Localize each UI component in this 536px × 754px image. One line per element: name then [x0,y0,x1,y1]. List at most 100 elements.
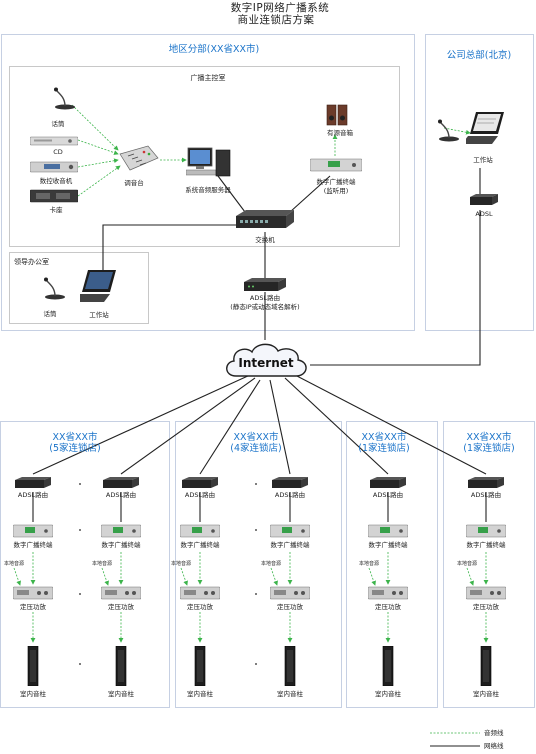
office-laptop-icon [80,270,116,302]
store-terminal-icon [368,524,408,538]
store-router-icon [370,477,406,488]
store-5-terminal-label: 数字广播终端 [368,541,408,549]
store-5-local-source-label: 本地音源 [358,561,380,567]
store-column-speaker-icon [194,646,206,686]
store-amplifier-icon [466,586,506,600]
store-column-speaker-icon [27,646,39,686]
hq-adsl-icon [470,194,498,205]
store-router-icon [468,477,504,488]
deck-label: 卡座 [49,206,63,214]
store-3-title: XX省XX市 [361,432,407,443]
regional-panel-title: 地区分部(XX省XX市) [168,44,260,55]
regional-panel [1,34,415,331]
store-amplifier-icon [270,586,310,600]
store-terminal-icon [180,524,220,538]
legend-network-label: 网络线 [484,742,504,750]
store-4-terminal-label: 数字广播终端 [270,541,310,549]
store-4-title: XX省XX市 [466,432,512,443]
cd-player-icon [30,136,78,146]
terminal-label: 数字广播终端 [316,178,356,186]
store-3-subtitle: (1家连锁店) [358,443,410,454]
office-microphone-icon [44,277,65,300]
server-label: 系统音频服务器 [185,186,231,194]
store-6-terminal-label: 数字广播终端 [466,541,506,549]
store-1-terminal-label: 数字广播终端 [13,541,53,549]
store-4-router-label: ADSL路由 [274,491,306,499]
store-column-speaker-icon [115,646,127,686]
switch-label: 交换机 [255,236,275,244]
store-amplifier-icon [180,586,220,600]
terminal-sublabel: (监听用) [323,187,349,195]
store-6-router-label: ADSL路由 [470,491,502,499]
store-5-speaker-label: 室内音柱 [375,690,401,698]
store-router-icon [272,477,308,488]
store-5-amplifier-label: 定压功放 [375,603,401,611]
diagram-title-line1: 数字IP网络广播系统 [230,2,330,14]
store-router-icon [103,477,139,488]
store-router-icon [15,477,51,488]
tuner-label: 数控收音机 [39,177,73,185]
store-1-amplifier-label: 定压功放 [20,603,46,611]
store-3-speaker-label: 室内音柱 [187,690,213,698]
store-3-router-label: ADSL路由 [184,491,216,499]
mixer-icon [119,145,159,171]
regional-router-icon [244,278,286,291]
store-4-amplifier-label: 定压功放 [277,603,303,611]
store-2-terminal-label: 数字广播终端 [101,541,141,549]
store-router-icon [182,477,218,488]
store-1-speaker-label: 室内音柱 [20,690,46,698]
store-terminal-icon [466,524,506,538]
mic-label: 话筒 [51,120,65,128]
regional-router-label: ADSL路由 [249,294,281,302]
store-column-speaker-icon [480,646,492,686]
store-2-subtitle: (4家连锁店) [230,443,282,454]
store-1-local-source-label: 本地音源 [3,561,25,567]
store-2-speaker-label: 室内音柱 [108,690,134,698]
store-panel-4 [443,421,535,708]
powered-speaker-icon [326,104,348,126]
hq-adsl-label: ADSL [475,210,493,218]
store-terminal-icon [13,524,53,538]
store-panel-1 [0,421,170,708]
store-2-amplifier-label: 定压功放 [108,603,134,611]
store-column-speaker-icon [382,646,394,686]
office-mic-label: 话筒 [43,310,57,318]
store-6-speaker-label: 室内音柱 [473,690,499,698]
store-2-title: XX省XX市 [233,432,279,443]
tuner-icon [30,161,78,173]
microphone-icon [54,87,75,110]
legend-audio-label: 音频线 [484,729,504,737]
store-amplifier-icon [101,586,141,600]
switch-icon [236,210,294,228]
internet-cloud-icon [226,343,307,377]
store-1-title: XX省XX市 [52,432,98,443]
internet-label: Internet [238,356,294,370]
control-room-title: 广播主控室 [190,74,226,82]
store-terminal-icon [101,524,141,538]
monitor-terminal-icon [310,158,362,172]
store-4-speaker-label: 室内音柱 [277,690,303,698]
office-panel [9,252,149,324]
cd-label: CD [53,148,63,156]
store-panel-3 [346,421,438,708]
store-5-router-label: ADSL路由 [372,491,404,499]
hq-panel-title: 公司总部(北京) [446,50,512,61]
hq-microphone-icon [438,119,459,142]
store-panel-2 [175,421,342,708]
store-6-local-source-label: 本地音源 [456,561,478,567]
store-3-amplifier-label: 定压功放 [187,603,213,611]
store-terminal-icon [270,524,310,538]
store-1-router-label: ADSL路由 [17,491,49,499]
store-amplifier-icon [13,586,53,600]
hq-workstation-label: 工作站 [473,156,493,164]
office-title: 领导办公室 [14,258,49,266]
store-column-speaker-icon [284,646,296,686]
mixer-label: 调音台 [124,179,144,187]
store-1-subtitle: (5家连锁店) [49,443,101,454]
diagram-title-line2: 商业连锁店方案 [237,14,315,26]
speaker-label: 有源音箱 [327,129,353,137]
store-3-terminal-label: 数字广播终端 [180,541,220,549]
store-2-local-source-label: 本地音源 [91,561,113,567]
audio-server-icon [186,147,231,177]
